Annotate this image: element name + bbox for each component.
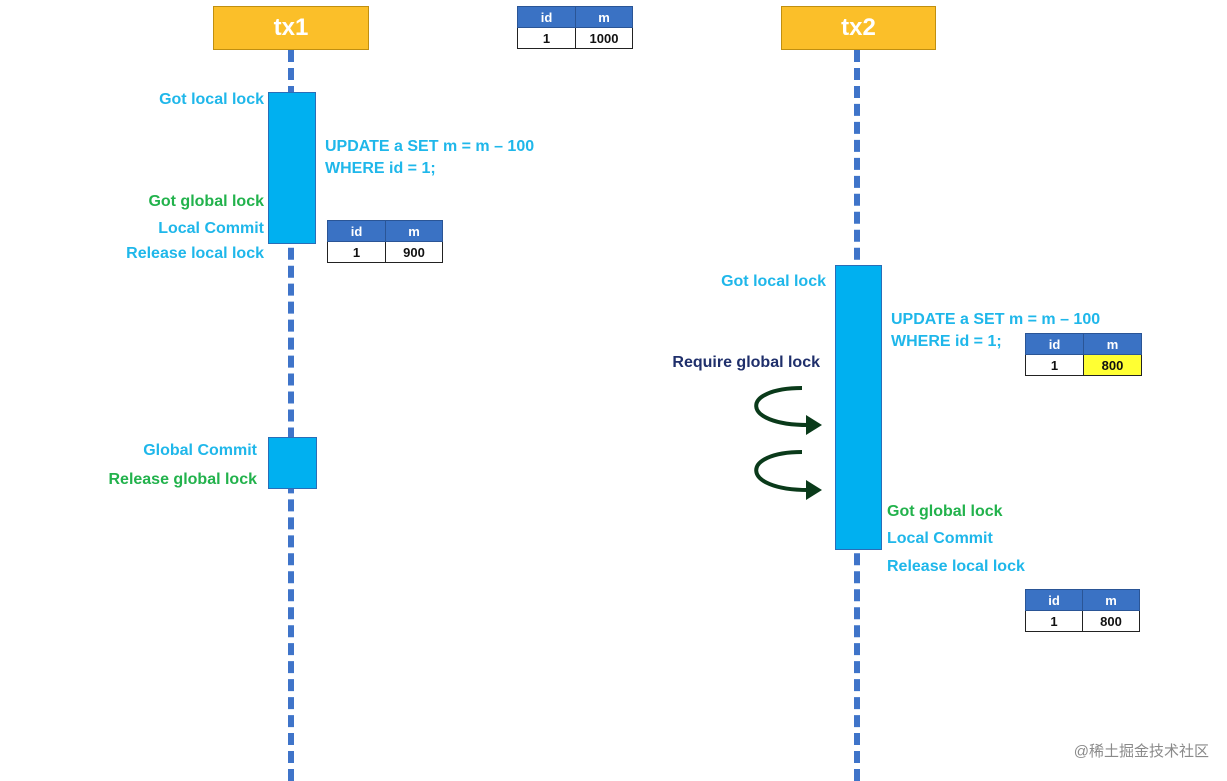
table-header-id: id bbox=[1025, 333, 1084, 355]
table-cell-m-highlighted: 800 bbox=[1083, 354, 1142, 376]
tx1-title: tx1 bbox=[273, 14, 309, 41]
table-initial: id m 1 1000 bbox=[517, 6, 633, 49]
tx1-lifeline bbox=[288, 50, 294, 781]
tx2-require-global-lock-label: Require global lock bbox=[672, 354, 820, 371]
tx2-local-commit-label: Local Commit bbox=[887, 530, 993, 547]
table-cell-m: 800 bbox=[1082, 610, 1140, 632]
table-tx2-pending: id m 1 800 bbox=[1025, 333, 1142, 376]
tx1-global-commit-label: Global Commit bbox=[143, 442, 257, 459]
table-cell-m: 1000 bbox=[575, 27, 633, 49]
table-row: 1 1000 bbox=[517, 27, 633, 49]
table-after-tx2: id m 1 800 bbox=[1025, 589, 1140, 632]
tx2-release-local-lock-label: Release local lock bbox=[887, 558, 1025, 575]
table-cell-id: 1 bbox=[517, 27, 576, 49]
tx1-got-global-lock-label: Got global lock bbox=[148, 193, 264, 210]
tx2-sql-statement: UPDATE a SET m = m – 100 WHERE id = 1; bbox=[891, 309, 1100, 353]
curved-arrow-icon bbox=[754, 450, 822, 500]
tx2-title: tx2 bbox=[841, 14, 876, 41]
retry-arrows bbox=[754, 386, 822, 500]
tx1-update-activation-bar bbox=[268, 92, 316, 244]
table-header-id: id bbox=[1025, 589, 1083, 611]
tx2-header: tx2 bbox=[781, 6, 936, 50]
table-header-id: id bbox=[517, 6, 576, 28]
table-after-tx1: id m 1 900 bbox=[327, 220, 443, 263]
tx2-got-local-lock-label: Got local lock bbox=[721, 273, 826, 290]
table-header-id: id bbox=[327, 220, 386, 242]
tx2-sql-line2: WHERE id = 1; bbox=[891, 333, 1002, 350]
table-header-m: m bbox=[1083, 333, 1142, 355]
tx1-sql-line1: UPDATE a SET m = m – 100 bbox=[325, 138, 535, 155]
table-cell-id: 1 bbox=[327, 241, 386, 263]
table-header-m: m bbox=[575, 6, 633, 28]
watermark: @稀土掘金技术社区 bbox=[1073, 743, 1209, 760]
table-cell-id: 1 bbox=[1025, 354, 1084, 376]
tx2-got-global-lock-label: Got global lock bbox=[887, 503, 1003, 520]
table-row: 1 800 bbox=[1025, 610, 1140, 632]
tx1-release-local-lock-label: Release local lock bbox=[126, 245, 264, 262]
tx1-local-commit-label: Local Commit bbox=[158, 220, 264, 237]
tx2-sql-line1: UPDATE a SET m = m – 100 bbox=[891, 311, 1101, 328]
tx1-sql-statement: UPDATE a SET m = m – 100 WHERE id = 1; bbox=[325, 136, 534, 180]
table-header-m: m bbox=[385, 220, 443, 242]
table-row: 1 900 bbox=[327, 241, 443, 263]
tx1-release-global-lock-label: Release global lock bbox=[108, 471, 257, 488]
tx1-header: tx1 bbox=[213, 6, 369, 50]
tx1-sql-line2: WHERE id = 1; bbox=[325, 160, 436, 177]
table-header-m: m bbox=[1082, 589, 1140, 611]
tx2-activation-bar bbox=[835, 265, 882, 550]
table-row: 1 800 bbox=[1025, 354, 1142, 376]
tx1-commit-activation-bar bbox=[268, 437, 317, 489]
table-cell-m: 900 bbox=[385, 241, 443, 263]
curved-arrow-icon bbox=[754, 386, 822, 435]
tx1-got-local-lock-label: Got local lock bbox=[159, 91, 264, 108]
table-cell-id: 1 bbox=[1025, 610, 1083, 632]
